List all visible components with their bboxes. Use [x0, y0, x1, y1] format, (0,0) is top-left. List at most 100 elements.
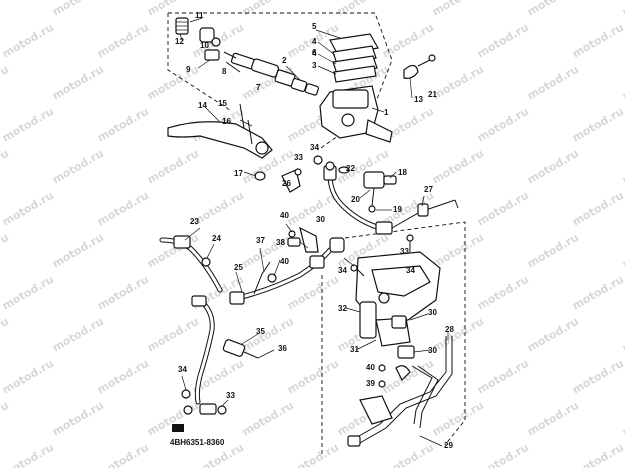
watermark-text: motod.ru — [50, 0, 106, 19]
dashed-group-master-cylinder — [167, 12, 393, 151]
union-bolt-assembly — [363, 171, 397, 213]
callout-30: 30 — [316, 215, 325, 224]
watermark-text: motod.ru — [50, 147, 106, 187]
watermark-text: motod.ru — [0, 315, 11, 355]
watermark-text: motod.ru — [570, 441, 625, 468]
watermark-text: motod.ru — [475, 105, 531, 145]
watermark-text: motod.ru — [525, 315, 581, 355]
watermark-text: motod.ru — [285, 441, 341, 468]
watermark-text: motod.ru — [95, 273, 151, 313]
leader-lines — [179, 17, 449, 447]
callout-40: 40 — [366, 363, 375, 372]
watermark-text: motod.ru — [525, 0, 581, 19]
callout-29: 29 — [444, 441, 453, 450]
watermark-text: motod.ru — [570, 273, 625, 313]
abs-hydraulic-unit — [350, 234, 441, 388]
callout-10: 10 — [200, 41, 209, 50]
callout-31: 31 — [350, 345, 359, 354]
callout-1: 1 — [384, 108, 389, 117]
watermark-text: motod.ru — [475, 441, 531, 468]
brake-hose-upper — [323, 165, 459, 235]
reservoir-cap — [329, 33, 379, 83]
watermark-text: motod.ru — [95, 441, 151, 468]
callout-5: 5 — [312, 22, 317, 31]
watermark-text: motod.ru — [0, 357, 56, 397]
watermark-text: motod.ru — [0, 105, 56, 145]
watermark-text: motod.ru — [285, 357, 341, 397]
callout-37: 37 — [256, 236, 265, 245]
diagram-code: 4BH6351-8360 — [170, 438, 225, 447]
watermark-text: motod.ru — [475, 357, 531, 397]
watermark-text: motod.ru — [525, 231, 581, 271]
watermark-text: motod.ru — [620, 147, 625, 187]
watermark-text: motod.ru — [475, 189, 531, 229]
callout-8: 8 — [222, 67, 227, 76]
callout-4: 4 — [312, 49, 317, 58]
brake-hose-lower-left — [181, 295, 259, 415]
dashed-group-abs — [321, 221, 466, 455]
callout-33: 33 — [294, 153, 303, 162]
callout-20: 20 — [351, 195, 360, 204]
watermark-text: motod.ru — [570, 105, 625, 145]
watermark-text: motod.ru — [95, 357, 151, 397]
callout-30: 30 — [428, 346, 437, 355]
watermark-text: motod.ru — [430, 0, 486, 19]
callout-12: 12 — [175, 37, 184, 46]
watermark-text: motod.ru — [525, 147, 581, 187]
watermark-text: motod.ru — [475, 21, 531, 61]
callout-34: 34 — [406, 266, 415, 275]
watermark-text: motod.ru — [430, 63, 486, 103]
callout-30: 30 — [428, 308, 437, 317]
watermark-text: motod.ru — [525, 399, 581, 439]
watermark-text: motod.ru — [145, 315, 201, 355]
callout-34: 34 — [178, 365, 187, 374]
callout-40: 40 — [280, 211, 289, 220]
callout-21: 21 — [428, 90, 437, 99]
callout-34: 34 — [310, 143, 319, 152]
watermark-text: motod.ru — [0, 273, 56, 313]
watermark-text: motod.ru — [475, 273, 531, 313]
callout-4: 4 — [312, 37, 317, 46]
watermark-text: motod.ru — [50, 63, 106, 103]
watermark-text: motod.ru — [570, 357, 625, 397]
callout-38: 38 — [276, 238, 285, 247]
watermark-text: motod.ru — [380, 21, 436, 61]
watermark-text: motod.ru — [430, 231, 486, 271]
callout-6: 6 — [312, 48, 317, 57]
callout-3: 3 — [312, 61, 317, 70]
watermark-text: motod.ru — [570, 189, 625, 229]
callout-32: 32 — [338, 304, 347, 313]
callout-7: 7 — [256, 83, 261, 92]
watermark-text: motod.ru — [240, 399, 296, 439]
brake-lever — [167, 103, 273, 181]
watermark-text: motod.ru — [620, 315, 625, 355]
callout-36: 36 — [278, 344, 287, 353]
watermark-text: motod.ru — [620, 231, 625, 271]
watermark-text: motod.ru — [145, 0, 201, 19]
watermark-text: motod.ru — [145, 399, 201, 439]
callout-16: 16 — [222, 117, 231, 126]
watermark-text: motod.ru — [620, 63, 625, 103]
watermark-text: motod.ru — [0, 0, 11, 19]
callout-11: 11 — [195, 11, 204, 20]
bracket-parts-upper — [281, 155, 350, 193]
watermark-text: motod.ru — [620, 399, 625, 439]
callout-22: 22 — [346, 164, 355, 173]
callout-2: 2 — [282, 56, 287, 65]
watermark-text: motod.ru — [430, 399, 486, 439]
callout-15: 15 — [218, 99, 227, 108]
watermark-text: motod.ru — [240, 315, 296, 355]
callout-27: 27 — [424, 185, 433, 194]
watermark-text: motod.ru — [380, 441, 436, 468]
watermark-text: motod.ru — [0, 21, 56, 61]
callout-26: 26 — [282, 179, 291, 188]
watermark-text: motod.ru — [525, 63, 581, 103]
watermark-text: motod.ru — [240, 0, 296, 19]
watermark-text: motod.ru — [145, 147, 201, 187]
callout-19: 19 — [393, 205, 402, 214]
watermark-text: motod.ru — [0, 441, 56, 468]
watermark-text: motod.ru — [95, 105, 151, 145]
callout-9: 9 — [186, 65, 191, 74]
